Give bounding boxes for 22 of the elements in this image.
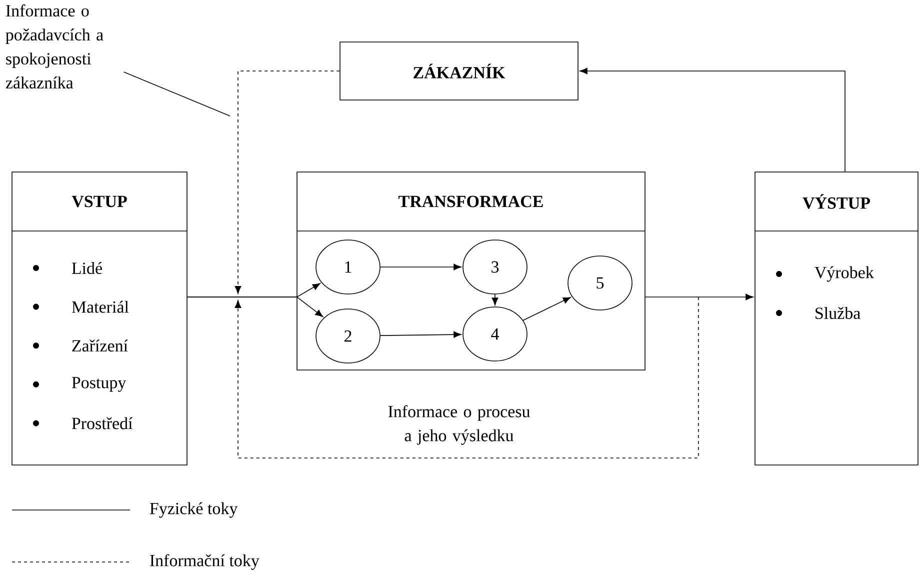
list-item: Materiál (33, 300, 129, 313)
process-box: ZÁKAZNÍK (340, 42, 578, 100)
legend-text: Informační toky (150, 554, 260, 570)
arrow (380, 331, 462, 338)
arrow (187, 296, 324, 318)
arrow (234, 70, 340, 294)
list-item: Služba (776, 307, 860, 319)
arrow (380, 264, 462, 270)
list-item: Lidé (33, 262, 102, 274)
list-item: Výrobek (776, 266, 874, 282)
arrow (645, 294, 754, 300)
annotation-text: Informace o požadavcích a spokojenosti zákazníka (6, 4, 104, 89)
list-item: Prostředí (33, 417, 133, 430)
arrow (234, 296, 699, 458)
list-item: Zařízení (33, 340, 128, 352)
list-item: Postupy (33, 377, 126, 392)
arrow (522, 296, 571, 321)
leader-line (123, 72, 230, 116)
arrow (580, 68, 846, 172)
edge-label: Informace o procesu a jeho výsledku (373, 404, 545, 446)
legend-text: Fyzické toky (150, 502, 238, 518)
arrow (492, 294, 498, 306)
